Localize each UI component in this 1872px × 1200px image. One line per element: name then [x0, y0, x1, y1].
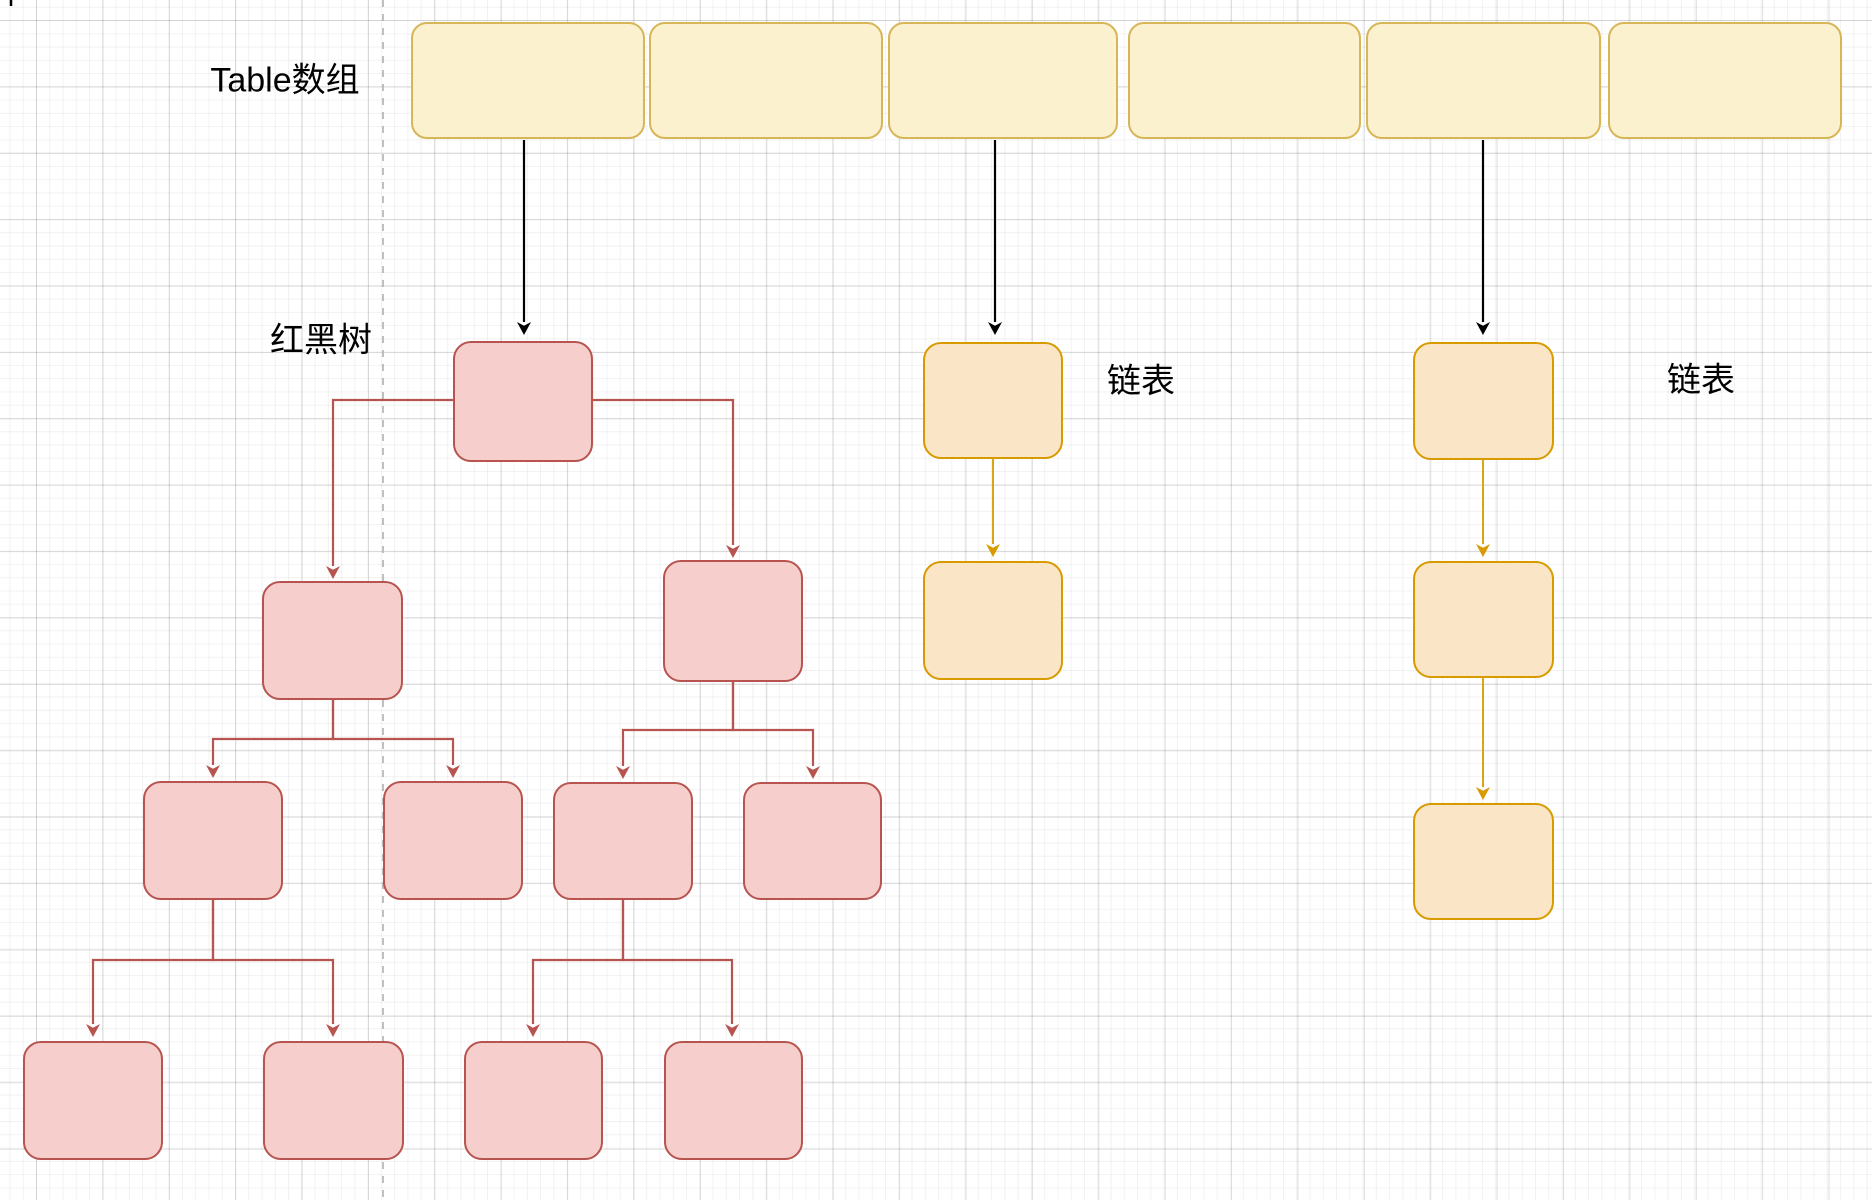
table-slot-2 — [649, 22, 883, 139]
tree-node-l3-d — [743, 782, 882, 900]
tree-node-l2-left — [262, 581, 403, 700]
tree-node-l3-c — [553, 782, 693, 900]
tree-edge-l3a-to-l4a — [86, 900, 215, 1037]
middle-list-node-2 — [923, 561, 1063, 680]
tree-edge-l3a-to-l4b — [211, 900, 340, 1037]
table-array-label: Table数组 — [210, 61, 360, 100]
right-list-node-3 — [1413, 803, 1554, 920]
tree-edge-l2r-to-l3d — [731, 682, 820, 779]
tree-edge-l2l-to-l3a — [206, 700, 335, 778]
tree-edge-l2l-to-l3b — [331, 700, 460, 778]
tree-edge-l2r-to-l3c — [616, 682, 735, 779]
tree-node-l3-a — [143, 781, 283, 900]
right-list-node-1 — [1413, 342, 1554, 460]
table-slot-6 — [1608, 22, 1842, 139]
tree-node-l4-b — [263, 1041, 404, 1160]
middle-list-node-1 — [923, 342, 1063, 459]
linked-list-right-label: 链表 — [1667, 361, 1735, 400]
right-list-node-2 — [1413, 561, 1554, 678]
tree-edge-l3c-to-l4d — [621, 900, 739, 1037]
table-slot-4 — [1128, 22, 1361, 139]
tree-node-l2-right — [663, 560, 803, 682]
table-slot-3 — [888, 22, 1118, 139]
tree-node-l4-c — [464, 1041, 603, 1160]
tree-node-root — [453, 341, 593, 462]
tree-node-l4-d — [664, 1041, 803, 1160]
tree-edge-root-left — [326, 398, 453, 579]
tree-node-l4-a — [23, 1041, 163, 1160]
tree-edge-root-right — [593, 398, 740, 558]
tree-node-l3-b — [383, 781, 523, 900]
linked-list-middle-label: 链表 — [1107, 362, 1175, 401]
red-black-tree-label: 红黑树 — [270, 321, 372, 360]
table-slot-5 — [1366, 22, 1601, 139]
tree-edge-l3c-to-l4c — [526, 900, 625, 1037]
table-slot-1 — [411, 22, 645, 139]
